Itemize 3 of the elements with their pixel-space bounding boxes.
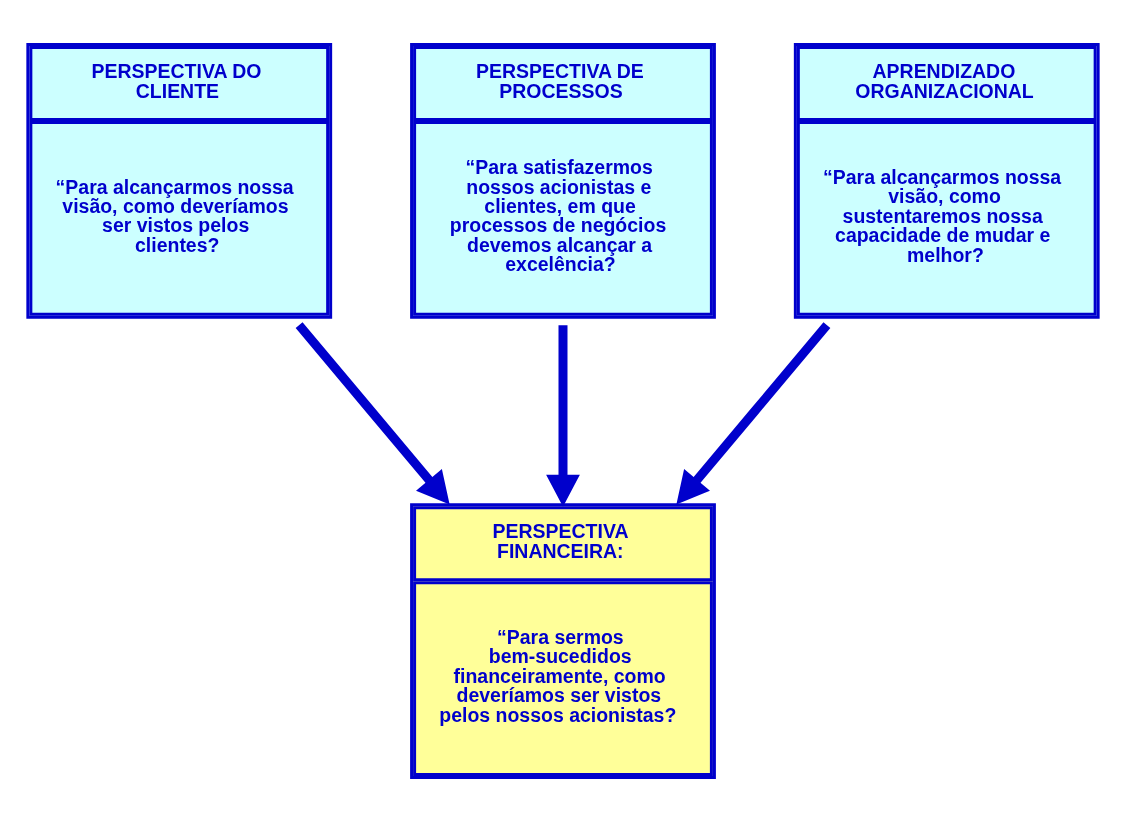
arrow (676, 321, 831, 505)
arrow (295, 321, 450, 505)
arrow (546, 324, 580, 507)
